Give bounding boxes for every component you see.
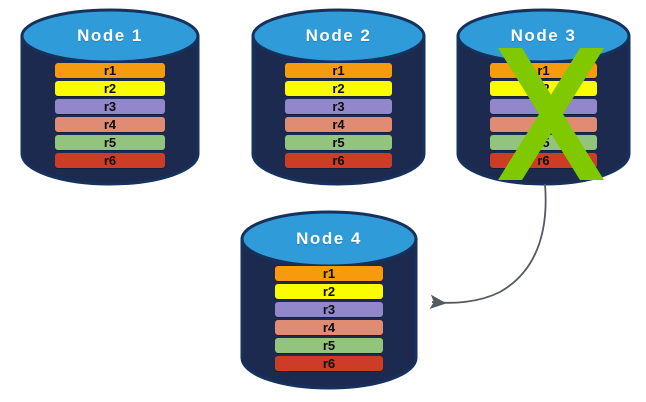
row-label: r1 <box>332 63 345 78</box>
row-label: r5 <box>332 135 345 150</box>
row-label: r4 <box>332 117 345 132</box>
row-label: r3 <box>103 99 117 114</box>
row-label: r2 <box>332 81 345 96</box>
row-label: r5 <box>322 338 336 353</box>
row-label: r1 <box>537 63 550 78</box>
row-label: r6 <box>103 153 117 168</box>
node-1-row-r3[interactable]: r3 <box>55 99 165 114</box>
row-label: r4 <box>537 117 550 132</box>
node-2-rows: r1 r2 r3 r4 r5 r6 <box>251 63 426 168</box>
node-3-row-r1[interactable]: r1 <box>490 63 597 78</box>
row-label: r3 <box>322 302 336 317</box>
row-label: r2 <box>103 81 117 96</box>
node-3-row-r6[interactable]: r6 <box>490 153 597 168</box>
node-1-row-r2[interactable]: r2 <box>55 81 165 96</box>
node-2-row-r3[interactable]: r3 <box>285 99 392 114</box>
node-4-rows: r1 r2 r3 r4 r5 r6 <box>240 266 418 371</box>
row-label: r5 <box>537 135 550 150</box>
row-label: r5 <box>103 135 117 150</box>
recovery-arrow-path <box>429 183 547 309</box>
row-label: r4 <box>103 117 117 132</box>
node-4[interactable]: Node 4 r1 r2 r3 r4 r5 r6 <box>240 210 418 390</box>
row-label: r1 <box>103 63 117 78</box>
row-label: r3 <box>537 99 550 114</box>
node-2-row-r6[interactable]: r6 <box>285 153 392 168</box>
node-4-row-r5[interactable]: r5 <box>275 338 383 353</box>
node-4-row-r4[interactable]: r4 <box>275 320 383 335</box>
node-3-row-r3[interactable]: r3 <box>490 99 597 114</box>
node-3-rows: r1 r2 r3 r4 r5 r6 <box>456 63 631 168</box>
row-label: r1 <box>322 266 336 281</box>
node-3-row-r2[interactable]: r2 <box>490 81 597 96</box>
node-4-row-r2[interactable]: r2 <box>275 284 383 299</box>
node-2-row-r4[interactable]: r4 <box>285 117 392 132</box>
row-label: r3 <box>332 99 345 114</box>
node-4-row-r1[interactable]: r1 <box>275 266 383 281</box>
row-label: r6 <box>322 356 336 371</box>
node-2-row-r5[interactable]: r5 <box>285 135 392 150</box>
row-label: r6 <box>332 153 345 168</box>
node-1[interactable]: Node 1 r1 r2 r3 r4 r5 r6 <box>20 8 200 186</box>
node-3[interactable]: Node 3 r1 r2 r3 r4 r5 r6 <box>456 8 631 186</box>
row-label: r4 <box>322 320 336 335</box>
row-label: r2 <box>322 284 336 299</box>
node-4-row-r6[interactable]: r6 <box>275 356 383 371</box>
node-3-row-r4[interactable]: r4 <box>490 117 597 132</box>
node-1-row-r1[interactable]: r1 <box>55 63 165 78</box>
node-1-row-r6[interactable]: r6 <box>55 153 165 168</box>
node-1-row-r4[interactable]: r4 <box>55 117 165 132</box>
node-2-row-r1[interactable]: r1 <box>285 63 392 78</box>
node-4-row-r3[interactable]: r3 <box>275 302 383 317</box>
row-label: r6 <box>537 153 550 168</box>
node-3-row-r5[interactable]: r5 <box>490 135 597 150</box>
node-1-rows: r1 r2 r3 r4 r5 r6 <box>20 63 200 168</box>
node-1-row-r5[interactable]: r5 <box>55 135 165 150</box>
row-label: r2 <box>537 81 550 96</box>
node-2[interactable]: Node 2 r1 r2 r3 r4 r5 r6 <box>251 8 426 186</box>
node-2-row-r2[interactable]: r2 <box>285 81 392 96</box>
